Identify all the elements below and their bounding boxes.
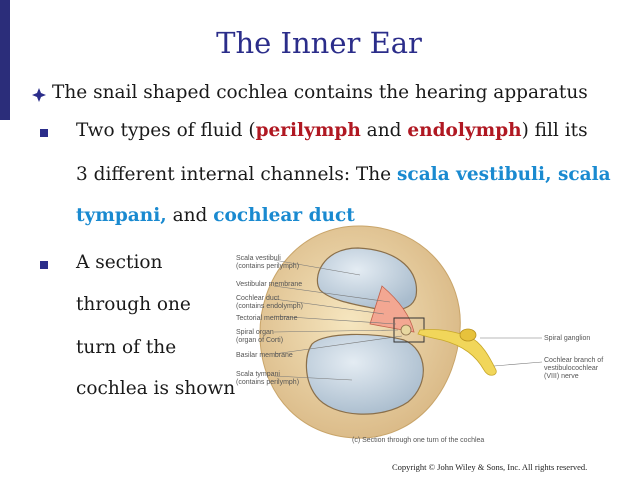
- term-scala-tympani: tympani,: [76, 205, 167, 226]
- bullet-3-line-1: A section: [76, 252, 163, 273]
- bullet-2-text-c: ) fill its: [521, 120, 588, 141]
- label-scala-tympani: Scala tympani: [236, 371, 280, 378]
- bullet-2-line-2: 3 different internal channels: The scala…: [76, 164, 611, 185]
- label-cochlear-duct: Cochlear duct: [236, 295, 279, 302]
- bullet-2-text-d: 3 different internal channels: The: [76, 164, 398, 185]
- bullet-1-text: The snail shaped cochlea contains the he…: [52, 82, 588, 103]
- copyright-notice: Copyright © John Wiley & Sons, Inc. All …: [392, 462, 588, 472]
- label-vestibulocochlear: vestibulocochlear: [544, 365, 599, 372]
- bullet-3-line-4: cochlea is shown: [76, 378, 236, 399]
- accent-bar: [0, 0, 10, 120]
- square-bullet-icon: [40, 261, 48, 269]
- diamond-bullet-icon: [32, 88, 46, 102]
- label-viii-nerve: (VIII) nerve: [544, 373, 579, 380]
- term-cochlear-duct: cochlear duct: [213, 205, 355, 226]
- spiral-ganglion-shape: [459, 328, 477, 342]
- diagram-caption: (c) Section through one turn of the coch…: [352, 437, 484, 444]
- label-basilar-membrane: Basilar membrane: [236, 352, 293, 359]
- label-scala-vestibuli-sub: (contains perilymph): [236, 263, 299, 270]
- label-scala-tympani-sub: (contains perilymph): [236, 379, 299, 386]
- label-cochlear-duct-sub: (contains endolymph): [236, 303, 303, 310]
- term-scala-vestibuli: scala vestibuli, scala: [397, 164, 611, 185]
- label-vestibular-membrane: Vestibular membrane: [236, 281, 302, 288]
- bullet-2-line-1: Two types of fluid (perilymph and endoly…: [76, 120, 588, 141]
- square-bullet-icon: [40, 129, 48, 137]
- cochlear-duct-shape: [369, 285, 415, 333]
- label-spiral-organ-sub: (organ of Corti): [236, 337, 283, 344]
- bullet-2-text-a: Two types of fluid (: [76, 120, 256, 141]
- label-cochlear-branch: Cochlear branch of: [544, 357, 603, 364]
- cochlea-section-diagram: Scala vestibuli (contains perilymph) Ves…: [236, 225, 603, 444]
- slide-title: The Inner Ear: [216, 26, 422, 60]
- spiral-organ-shape: [400, 324, 412, 336]
- bullet-2-text-b: and: [360, 120, 408, 141]
- bullet-2-line-3: tympani, and cochlear duct: [76, 205, 355, 226]
- term-perilymph: perilymph: [255, 120, 361, 141]
- label-scala-vestibuli: Scala vestibuli: [236, 255, 281, 262]
- bullet-3-line-3: turn of the: [76, 337, 177, 358]
- label-tectorial-membrane: Tectorial membrane: [236, 315, 298, 322]
- scala-tympani-shape: [305, 333, 424, 415]
- bullet-2-text-e: and: [166, 205, 214, 226]
- term-endolymph: endolymph: [407, 120, 522, 141]
- label-spiral-ganglion: Spiral ganglion: [544, 335, 590, 342]
- label-spiral-organ: Spiral organ: [236, 329, 274, 336]
- bullet-3-line-2: through one: [76, 294, 191, 315]
